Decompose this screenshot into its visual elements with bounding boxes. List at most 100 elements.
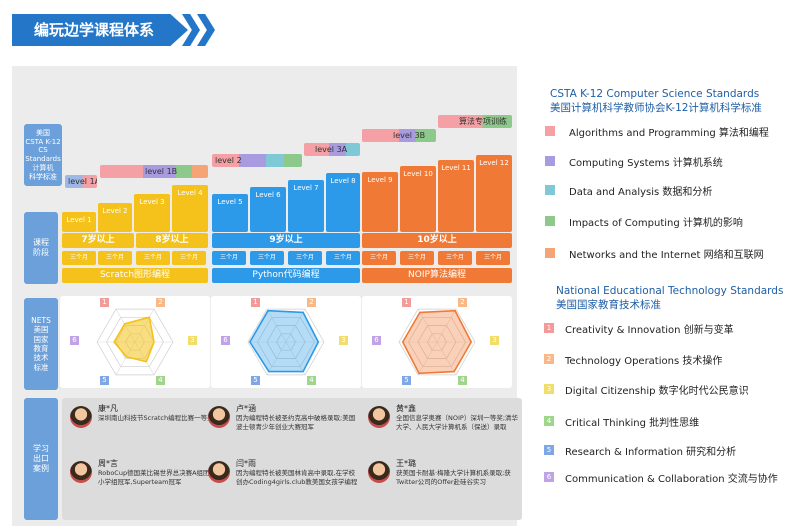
side-line: 美国 [36,128,50,137]
side-line: CS Standards [25,146,61,163]
radar-area [248,309,320,373]
csta-legend-swatch [545,216,555,226]
cases-side-label: 学习 出口 案例 [24,398,58,520]
level-box: Level 9 [362,172,398,232]
cases-line: 学习 [33,444,49,453]
duration-pill: 三个月 [438,251,472,265]
radar-area [113,316,155,363]
nets-legend-label: Communication & Collaboration 交流与协作 [565,474,778,485]
student-avatar [208,461,230,483]
nets-number-tag: 5 [402,376,411,385]
student-achievement: RoboCup德国莱比锡世界总决赛A组团队小学组冠军,Superteam冠军 [98,469,217,486]
duration-pill: 三个月 [362,251,396,265]
level-box: Level 12 [476,155,512,232]
student-achievement: 深圳南山科技节Scratch编程比赛一等奖 [98,414,214,422]
nets-title-en: National Educational Technology Standard… [556,285,784,297]
csta-legend-label: Impacts of Computing 计算机的影响 [569,218,743,229]
level-box: Level 2 [98,203,132,232]
nets-legend-number: 5 [544,445,554,455]
student-name: 康*凡 [98,404,118,413]
nets-side-label: NETS 美国 国家 教育 技术 标准 [24,298,58,390]
duration-pill: 三个月 [250,251,284,265]
level-1b-bar: level 1B [100,165,208,178]
nets-number-tag: 2 [458,298,467,307]
csta-side-label: 美国 CSTA K-12 CS Standards 计算机 科学标准 [24,124,62,186]
age-bar: 7岁以上 [62,233,134,248]
duration-pill: 三个月 [136,251,170,265]
nets-number-tag: 6 [221,336,230,345]
algorithm-training-bar: 算法专项训练 [438,115,512,128]
student-avatar [368,406,390,428]
noip-bar: NOIP算法编程 [362,268,512,283]
level-box: Level 11 [438,160,474,232]
level-box: Level 1 [62,212,96,232]
nets-legend-label: Digital Citizenship 数字化时代公民意识 [565,386,749,397]
level-3a-bar: level 3A [304,143,360,156]
stage-side-label: 课程阶段 [24,212,58,284]
nets-number-tag: 2 [156,298,165,307]
nets-number-tag: 2 [307,298,316,307]
student-avatar [70,406,92,428]
nets-number-tag: 6 [70,336,79,345]
level-box: Level 5 [212,194,248,232]
duration-pill: 三个月 [62,251,96,265]
level-box: Level 10 [400,166,436,232]
nets-number-tag: 3 [490,336,499,345]
radar-axis [266,308,287,343]
student-achievement: 因为编程特长被美国林肯高中录取,在学校创办Coding4girls.club教美… [236,469,358,486]
nets-legend-number: 4 [544,416,554,426]
level-box: Level 4 [172,185,208,232]
cases-line: 出口 [33,454,49,463]
level-3b-bar: level 3B [362,129,436,142]
csta-legend-swatch [545,156,555,166]
nets-number-tag: 6 [372,336,381,345]
level-1b-label: level 1B [145,167,178,176]
nets-legend-number: 3 [544,384,554,394]
nets-legend-label: Technology Operations 技术操作 [565,356,723,367]
level-3b-label: level 3B [393,131,426,140]
nets-line: 标准 [33,362,49,372]
radar-area [401,309,473,375]
nets-legend-number: 6 [544,472,554,482]
nets-legend-label: Research & Information 研究和分析 [565,447,737,458]
radar-chart [96,308,174,376]
level-box: Level 7 [288,180,324,232]
student-name: 周*言 [98,459,118,468]
age-bar: 10岁以上 [362,233,512,248]
python-bar: Python代码编程 [212,268,360,283]
side-line: 计算机 [32,163,54,172]
level-box: Level 8 [326,173,360,232]
duration-pill: 三个月 [400,251,434,265]
nets-number-tag: 1 [100,298,109,307]
nets-number-tag: 4 [156,376,165,385]
nets-line: 教育 [33,344,49,353]
duration-pill: 三个月 [98,251,132,265]
age-bar: 9岁以上 [212,233,360,248]
level-1a-bar: level 1A [65,175,97,188]
nets-number-tag: 5 [251,376,260,385]
csta-title-cn: 美国计算机科学教师协会K-12计算机科学标准 [550,101,762,114]
student-avatar [208,406,230,428]
radar-chart [398,308,476,376]
nets-title-cn: 美国国家教育技术标准 [556,298,661,311]
level-box: Level 3 [134,194,170,232]
algorithm-training-label: 算法专项训练 [459,117,507,126]
csta-legend-swatch [545,248,555,258]
nets-legend-number: 1 [544,323,554,333]
radar-axis [417,308,438,343]
nets-number-tag: 5 [100,376,109,385]
radar-axis [285,341,306,376]
nets-line: 美国 [33,325,49,335]
radar-axis [266,341,287,376]
nets-legend-label: Creativity & Innovation 创新与变革 [565,325,734,336]
side-line: CSTA K-12 [25,137,61,146]
nets-title: National Educational Technology Standard… [556,285,796,312]
stage-label-text: 课程阶段 [33,238,49,257]
page-title: 编玩边学课程体系 [12,14,188,46]
csta-legend-label: Computing Systems 计算机系统 [569,158,723,169]
student-achievement: 获美国卡耐基·梅隆大学计算机系录取;获Twitter公司的Offer赴硅谷实习 [396,469,511,486]
cases-line: 案例 [33,464,49,473]
student-achievement: 全国信息学奥赛（NOIP）深圳一等奖;清华大学、人民大学计算机系（保送）录取 [396,414,519,431]
